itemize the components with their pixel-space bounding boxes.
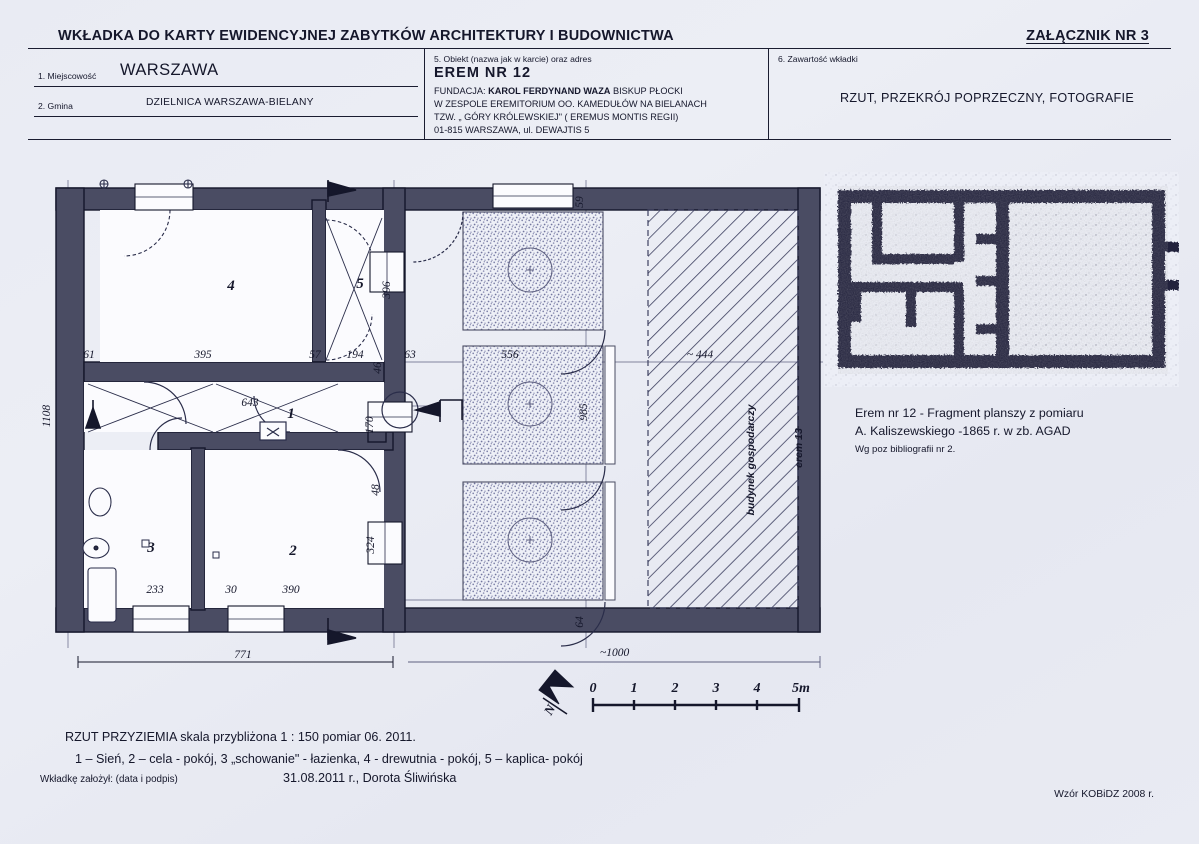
dim-170: 170	[364, 416, 376, 434]
foundation-person: KAROL FERDYNAND WAZA	[488, 86, 611, 96]
dim-444: ~ 444	[687, 349, 714, 361]
footer-line-2: 1 – Sień, 2 – cela - pokój, 3 „schowanie…	[75, 752, 583, 766]
signature-label: Wkładkę założył: (data i podpis)	[40, 774, 178, 785]
field-commune-label: 2. Gmina	[38, 101, 73, 111]
dim-59: 59	[574, 196, 586, 208]
footer-line-1: RZUT PRZYZIEMIA skala przybliżona 1 : 15…	[65, 730, 416, 744]
form-mark: Wzór KOBiDZ 2008 r.	[1054, 789, 1154, 800]
field-content-value: RZUT, PRZEKRÓJ POPRZECZNY, FOTOGRAFIE	[840, 91, 1135, 105]
room-label-2: 2	[288, 543, 297, 559]
room-label-4: 4	[226, 278, 235, 294]
dim-30: 30	[224, 584, 237, 596]
page-title: WKŁADKA DO KARTY EWIDENCYJNEJ ZABYTKÓW A…	[58, 28, 674, 44]
room-label-1: 1	[287, 406, 295, 422]
scale-tick-5m: 5m	[792, 681, 810, 696]
table-divider-1	[424, 49, 425, 139]
field-locality-label: 1. Miejscowość	[38, 71, 97, 81]
scale-bar-group: N 0 1 2 3 4 5m	[533, 660, 823, 722]
signature-value: 31.08.2011 r., Dorota Śliwińska	[283, 771, 457, 785]
scale-tick-4: 4	[753, 681, 761, 696]
dim-396: 396	[381, 281, 393, 300]
header-table: 1. Miejscowość WARSZAWA 2. Gmina DZIELNI…	[28, 48, 1171, 140]
dim-1000: ~1000	[600, 647, 629, 659]
object-line-2: W ZESPOLE EREMITORIUM OO. KAMEDUŁÓW NA B…	[434, 99, 707, 109]
dim-985: 985	[578, 403, 590, 421]
annotation-erem-13: erem 13	[793, 428, 805, 468]
scale-tick-3: 3	[712, 681, 720, 696]
room-label-3: 3	[146, 540, 155, 556]
annex-number: ZAŁĄCZNIK NR 3	[1026, 28, 1149, 44]
dim-556: 556	[501, 349, 519, 361]
dim-46: 46	[372, 362, 384, 374]
historical-plan-image	[824, 172, 1179, 387]
scale-tick-0: 0	[590, 681, 597, 696]
field-commune-rule	[34, 116, 418, 117]
hist-caption-line-2: A. Kaliszewskiego -1865 r. w zb. AGAD	[855, 423, 1071, 438]
dim-771: 771	[234, 649, 251, 661]
dim-63: 63	[404, 349, 416, 361]
dim-1108: 1108	[41, 405, 53, 427]
dim-390: 390	[281, 584, 300, 596]
svg-text:N: N	[540, 701, 558, 718]
dim-194: 194	[346, 349, 364, 361]
field-locality-rule	[34, 86, 418, 87]
dim-324: 324	[365, 536, 377, 555]
object-address: 01-815 WARSZAWA, ul. DEWAJTIS 5	[434, 125, 590, 135]
dim-395: 395	[193, 349, 212, 361]
north-arrow-icon: N	[538, 669, 575, 718]
dim-64: 64	[574, 616, 586, 628]
object-name: EREM NR 12	[434, 65, 532, 81]
dim-48: 48	[370, 484, 382, 496]
room-label-5: 5	[356, 276, 364, 292]
dim-233: 233	[146, 584, 164, 596]
field-locality-value: WARSZAWA	[120, 61, 219, 79]
field-content-label: 6. Zawartość wkładki	[778, 54, 858, 64]
dim-57: 57	[309, 349, 322, 361]
floor-plan-drawing: 4 5 1 3 2 61 395 57 194 63 396 46 1108 6…	[38, 170, 823, 670]
field-object-label: 5. Obiekt (nazwa jak w karcie) oraz adre…	[434, 54, 592, 64]
scale-tick-1: 1	[631, 681, 638, 696]
dim-643: 643	[241, 397, 259, 409]
foundation-suffix: BISKUP PŁOCKI	[610, 86, 683, 96]
field-commune-value: DZIELNICA WARSZAWA-BIELANY	[146, 97, 314, 108]
annotation-budynek-gospodarczy: budynek gospodarczy	[745, 403, 757, 515]
hist-caption-line-3: Wg poz bibliografii nr 2.	[855, 443, 956, 455]
table-divider-2	[768, 49, 769, 139]
dim-61: 61	[83, 349, 95, 361]
object-foundation-line: FUNDACJA: KAROL FERDYNAND WAZA BISKUP PŁ…	[434, 86, 683, 96]
object-line-3: TZW. „ GÓRY KRÓLEWSKIEJ" ( EREMUS MONTIS…	[434, 112, 679, 122]
historical-plan-caption: Erem nr 12 - Fragment planszy z pomiaru …	[855, 405, 1175, 457]
scale-tick-2: 2	[671, 681, 679, 696]
hist-caption-line-1: Erem nr 12 - Fragment planszy z pomiaru	[855, 406, 1084, 420]
foundation-prefix: FUNDACJA:	[434, 86, 489, 96]
